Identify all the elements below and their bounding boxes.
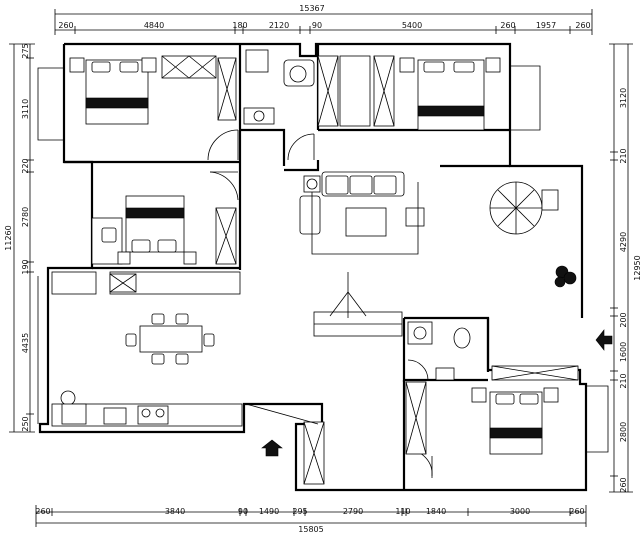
bed-runner bbox=[417, 105, 485, 117]
dim-bottom-seg: 3000 bbox=[510, 507, 530, 516]
bathroom-bottom bbox=[407, 321, 471, 381]
nightstand bbox=[399, 57, 415, 73]
dim-left-seg: 220 bbox=[21, 158, 30, 173]
dim-right-seg: 1600 bbox=[619, 342, 628, 362]
lounger bbox=[541, 189, 559, 211]
sink-icon bbox=[253, 110, 265, 122]
bed-runner bbox=[125, 207, 185, 219]
dim-top-seg: 4840 bbox=[144, 21, 164, 30]
interior-walls bbox=[64, 44, 510, 490]
dim-right-seg: 4290 bbox=[619, 232, 628, 252]
lamp bbox=[303, 175, 321, 193]
dim-left-seg: 3110 bbox=[21, 99, 30, 119]
nightstand bbox=[141, 57, 157, 73]
dim-bottom-seg: 90 bbox=[238, 507, 248, 516]
bedroom-top-right bbox=[317, 55, 501, 131]
bathroom-top bbox=[243, 49, 315, 125]
dim-right-seg: 200 bbox=[619, 312, 628, 327]
dim-bottom-total: 15805 bbox=[298, 525, 323, 534]
central-cabinets bbox=[245, 272, 403, 485]
left-dimensions: 11260 275 3110 220 2780 190 4435 250 bbox=[4, 43, 35, 433]
dim-right-seg: 210 bbox=[619, 373, 628, 388]
dim-right-seg: 3120 bbox=[619, 88, 628, 108]
entrance-arrow-icon bbox=[261, 439, 283, 457]
washer-icon bbox=[60, 390, 76, 406]
fridge bbox=[51, 271, 97, 295]
nightstand bbox=[543, 387, 559, 403]
dim-bottom-seg: 110 bbox=[395, 507, 410, 516]
dim-top-seg: 2120 bbox=[269, 21, 289, 30]
sink-icon bbox=[103, 407, 127, 425]
wardrobe bbox=[217, 57, 237, 121]
kitchen-dining bbox=[51, 271, 243, 427]
dim-bottom-seg: 260 bbox=[35, 507, 50, 516]
nightstand bbox=[471, 387, 487, 403]
bed-runner bbox=[85, 97, 149, 109]
coffee-table bbox=[345, 207, 387, 237]
dim-left-seg: 250 bbox=[21, 416, 30, 431]
dining-table bbox=[139, 325, 203, 353]
dim-top-seg: 1957 bbox=[536, 21, 556, 30]
dim-top-total: 15367 bbox=[299, 4, 324, 13]
toilet-icon bbox=[453, 327, 471, 349]
dim-bottom-seg: 1490 bbox=[259, 507, 279, 516]
right-dimensions: 3120 210 4290 200 1600 210 2800 260 1295… bbox=[609, 43, 642, 493]
dim-top-seg: 5400 bbox=[402, 21, 422, 30]
dim-left-seg: 190 bbox=[21, 259, 30, 274]
dim-bottom-seg: 2790 bbox=[343, 507, 363, 516]
dim-right-seg: 2800 bbox=[619, 422, 628, 442]
bed-runner bbox=[489, 427, 543, 439]
bedroom-bottom-right bbox=[405, 365, 579, 455]
plant-icon bbox=[554, 265, 577, 288]
side-table bbox=[405, 207, 425, 227]
wardrobe bbox=[317, 55, 339, 127]
dim-right-total: 12950 bbox=[633, 255, 642, 280]
top-dimensions: 15367 260 4840 180 2120 90 5400 260 1957… bbox=[54, 4, 593, 35]
dim-top-seg: 260 bbox=[575, 21, 590, 30]
nightstand bbox=[485, 57, 501, 73]
dim-top-seg: 260 bbox=[58, 21, 73, 30]
dim-top-seg: 90 bbox=[312, 21, 322, 30]
wardrobe bbox=[405, 381, 427, 455]
armchair bbox=[299, 195, 321, 235]
dim-top-seg: 260 bbox=[500, 21, 515, 30]
dim-bottom-seg: 3840 bbox=[165, 507, 185, 516]
dim-bottom-seg: 295 bbox=[292, 507, 307, 516]
entrance-arrow-icon bbox=[595, 329, 613, 351]
chair bbox=[101, 227, 117, 243]
nightstand bbox=[69, 57, 85, 73]
sink-icon bbox=[413, 326, 427, 340]
bedroom-top-left bbox=[69, 55, 237, 125]
dim-top-seg: 180 bbox=[232, 21, 247, 30]
dim-left-seg: 275 bbox=[21, 43, 30, 58]
stove-icon bbox=[137, 405, 169, 425]
balcony bbox=[489, 181, 577, 288]
bedroom-middle-left bbox=[91, 195, 237, 265]
dim-left-total: 11260 bbox=[4, 225, 13, 250]
living-room bbox=[299, 171, 425, 255]
wardrobe bbox=[215, 207, 237, 265]
wardrobe bbox=[373, 55, 395, 127]
dim-bottom-seg: 1840 bbox=[426, 507, 446, 516]
toilet-icon bbox=[289, 65, 307, 83]
dim-right-seg: 210 bbox=[619, 148, 628, 163]
bottom-dimensions: 260 3840 90 1490 295 2790 110 1840 3000 … bbox=[35, 505, 587, 534]
dim-left-seg: 2780 bbox=[21, 207, 30, 227]
dim-right-seg: 260 bbox=[619, 477, 628, 492]
dim-bottom-seg: 260 bbox=[569, 507, 584, 516]
dim-left-seg: 4435 bbox=[21, 333, 30, 353]
